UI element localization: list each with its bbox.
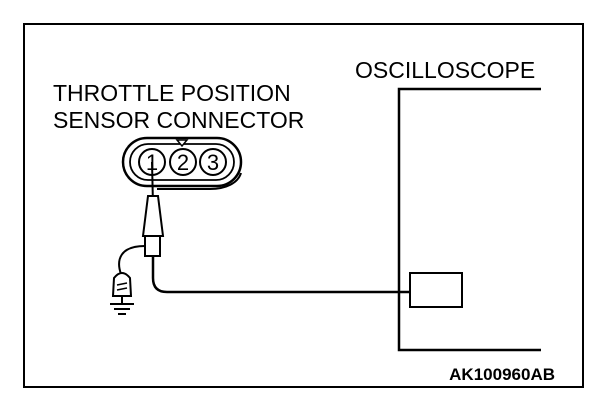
ground-clip-band-1	[116, 282, 128, 286]
ground-clip-band-2	[116, 287, 128, 291]
oscilloscope-probe-box	[409, 272, 463, 308]
oscilloscope-label: OSCILLOSCOPE	[355, 57, 535, 83]
sensor-label-line1: THROTTLE POSITION	[53, 80, 291, 106]
connector-pin-2	[169, 148, 197, 176]
throttle-position-sensor-connector: 1 2 3	[121, 136, 243, 190]
figure-code: AK100960AB	[449, 365, 555, 384]
ground-lead-wire	[118, 245, 146, 275]
probe-handle	[144, 235, 161, 257]
pin-label-2: 2	[177, 150, 189, 175]
ground-clip-icon	[111, 272, 133, 297]
pin-label-3: 3	[207, 150, 219, 175]
diagram-frame	[23, 23, 584, 388]
oscilloscope-bracket	[397, 87, 541, 352]
connector-shadow	[157, 172, 242, 190]
connector-key-marker-icon	[175, 139, 189, 148]
probe-tip-icon	[141, 195, 165, 237]
probe-wire-to-oscilloscope	[151, 256, 410, 294]
test-probe	[141, 161, 165, 257]
sensor-label-line2: SENSOR CONNECTOR	[53, 107, 304, 133]
ground-symbol-icon	[110, 296, 134, 315]
connector-pin-3	[199, 148, 227, 176]
